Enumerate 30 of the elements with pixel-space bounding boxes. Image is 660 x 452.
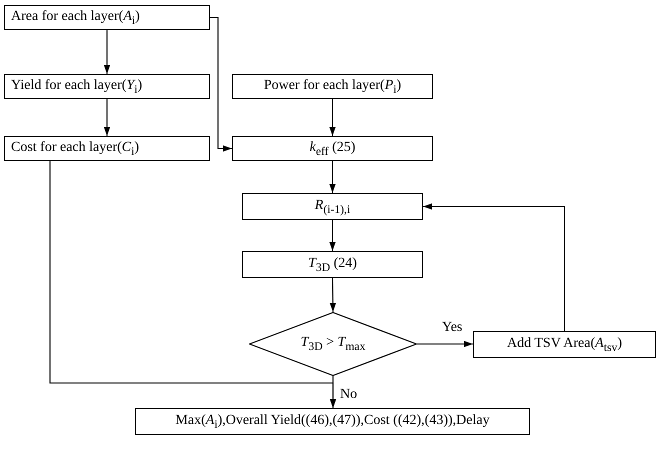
process-box <box>473 331 656 358</box>
arrow <box>329 220 336 251</box>
arrow <box>210 16 232 152</box>
arrow <box>104 99 110 136</box>
process-box <box>242 251 423 278</box>
arrow <box>104 30 110 74</box>
arrow <box>330 278 336 312</box>
arrow <box>49 161 336 408</box>
node-text: Power for each layer(P$_{i}$) <box>264 78 402 96</box>
process-box <box>4 74 210 99</box>
node-text: T$_{3D}$ (24) <box>308 256 357 274</box>
arrow <box>417 340 473 348</box>
node-text: Area for each layer(A$_{i}$) <box>11 8 140 26</box>
node-text: Max(A$_{i}$),Overall Yield((46),(47)),Cost ((42),(43)),Delay <box>175 412 490 430</box>
arrow <box>423 203 566 331</box>
process-box <box>242 193 423 220</box>
node-text: Add TSV Area(A$_{tsv}$) <box>507 336 622 354</box>
node-text: T$_{3D}$ > T$_{max}$ <box>300 335 366 353</box>
process-box <box>4 5 210 30</box>
node-text: Cost for each layer(C$_{i}$) <box>11 140 140 158</box>
process-box <box>232 74 433 99</box>
node-text: k$_{eff}$ (25) <box>310 140 356 158</box>
node-text: R$_{(i-1),i}$ <box>314 198 350 216</box>
node-text: Yield for each layer(Y$_{i}$) <box>11 78 142 96</box>
arrow <box>329 99 336 136</box>
arrow <box>329 161 336 193</box>
process-box <box>4 136 210 161</box>
process-box <box>232 136 433 161</box>
process-box <box>135 408 530 435</box>
decision-diamond <box>249 312 417 376</box>
